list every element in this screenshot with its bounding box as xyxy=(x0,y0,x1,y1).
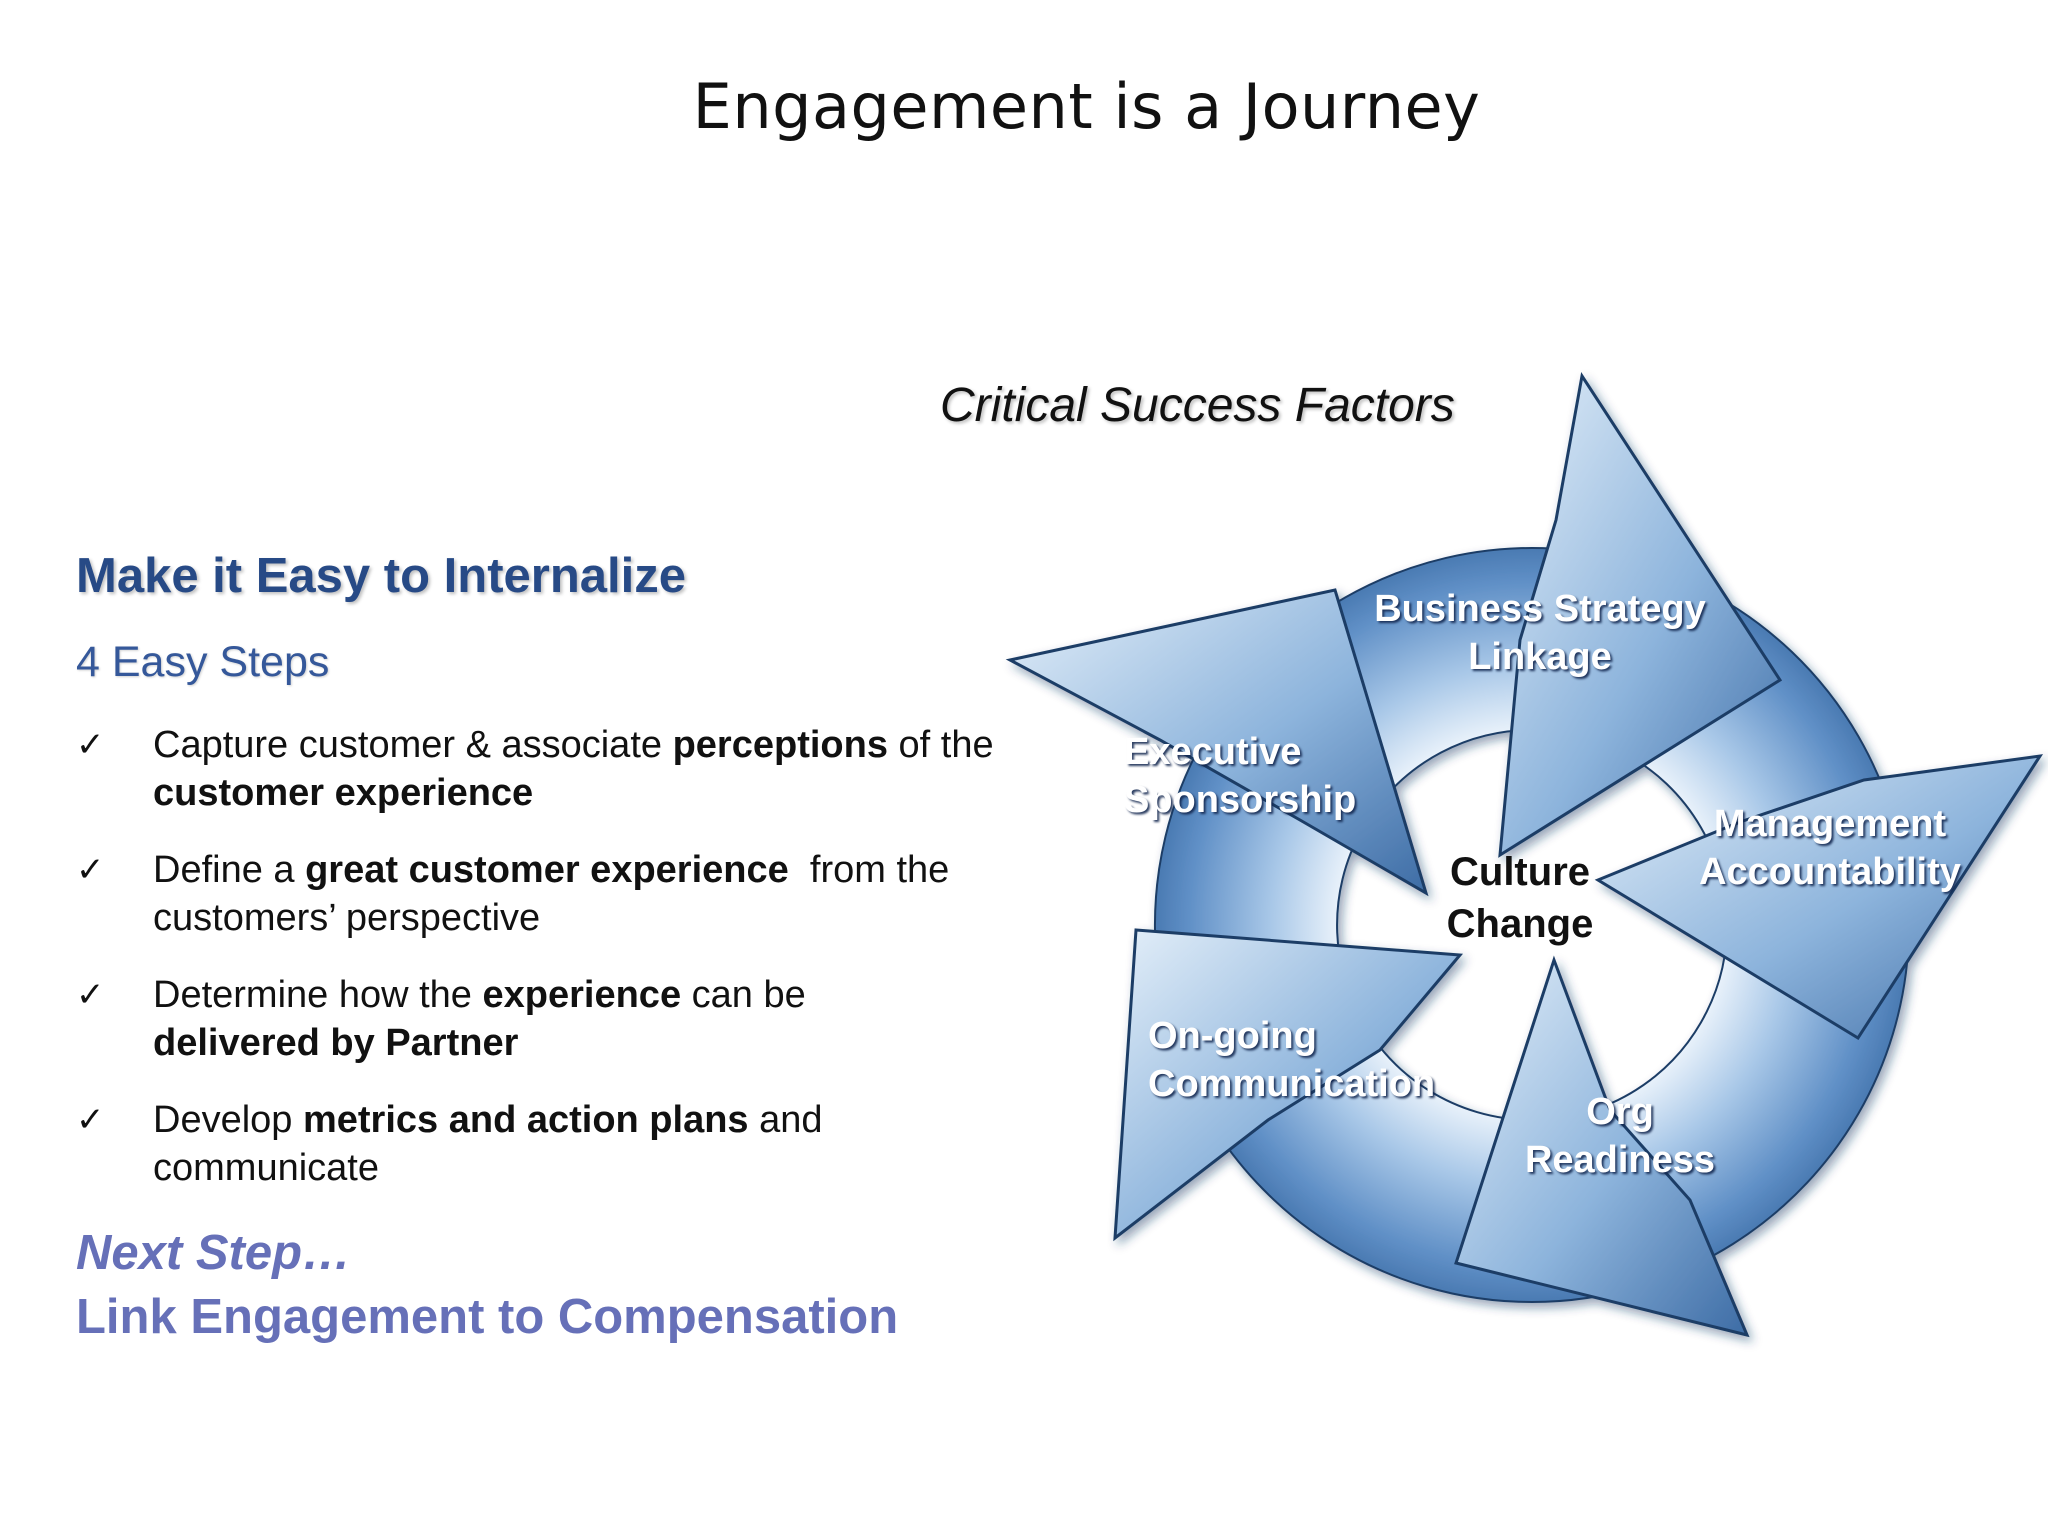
factor-communication: On-going Communication xyxy=(1148,1015,1436,1105)
step-text: and communicate xyxy=(153,1099,823,1189)
arrowhead-org-readiness xyxy=(1454,955,1750,1338)
step-text: of the xyxy=(887,724,994,766)
factor-org-readiness: Org Readiness xyxy=(1524,1091,1716,1181)
checkmark-icon: ✓ xyxy=(76,1100,105,1140)
checkmark-icon: ✓ xyxy=(76,850,105,890)
checkmark-icon: ✓ xyxy=(76,725,105,765)
steps-list: ✓ Capture customer & associate perceptio… xyxy=(76,721,1006,1192)
section-subheading: 4 Easy Steps xyxy=(76,638,330,686)
step-text: from the customers’ perspective xyxy=(153,849,960,939)
checkmark-icon: ✓ xyxy=(76,975,105,1015)
step-text-bold: customer experience xyxy=(153,772,534,814)
step-text-bold: perceptions xyxy=(672,724,888,766)
next-step-text: Link Engagement to Compensation xyxy=(76,1290,899,1344)
arrowhead-business-strategy xyxy=(1498,372,1783,858)
step-text-bold: delivered by Partner xyxy=(153,1022,519,1064)
step-text-bold: metrics and action plans xyxy=(302,1099,749,1141)
step-text: Develop xyxy=(153,1099,303,1141)
arrowhead-management xyxy=(1594,754,2044,1041)
step-text: Define a xyxy=(153,849,306,891)
section-heading: Make it Easy to Internalize xyxy=(76,549,686,603)
step-text-bold: experience xyxy=(482,974,682,1016)
factor-business-strategy: Business Strategy Linkage xyxy=(1374,588,1706,678)
step-item: ✓ Define a great customer experience fro… xyxy=(76,846,1006,942)
factor-executive: Executive Sponsorship xyxy=(1124,731,1357,821)
diagram-heading: Critical Success Factors xyxy=(940,379,1455,432)
slide-title: Engagement is a Journey xyxy=(692,70,1481,143)
next-step-label: Next Step… xyxy=(76,1226,352,1280)
arrowhead-executive xyxy=(1005,588,1429,897)
step-text: Determine how the xyxy=(153,974,483,1016)
step-item: ✓ Determine how the experience can be de… xyxy=(76,971,1006,1067)
arrowhead-communication xyxy=(1113,928,1464,1242)
step-item: ✓ Capture customer & associate perceptio… xyxy=(76,721,1006,817)
step-text: can be xyxy=(681,974,806,1016)
step-text-bold: great customer experience xyxy=(305,849,789,891)
culture-change-label: Culture Change xyxy=(1446,850,1594,946)
step-text: Capture customer & associate xyxy=(153,724,673,766)
factor-management: Management Accountability xyxy=(1699,803,1961,893)
arrow-ring xyxy=(1005,372,2044,1338)
left-panel: Make it Easy to Internalize 4 Easy Steps… xyxy=(76,548,1006,1349)
step-item: ✓ Develop metrics and action plans and c… xyxy=(76,1096,1006,1192)
